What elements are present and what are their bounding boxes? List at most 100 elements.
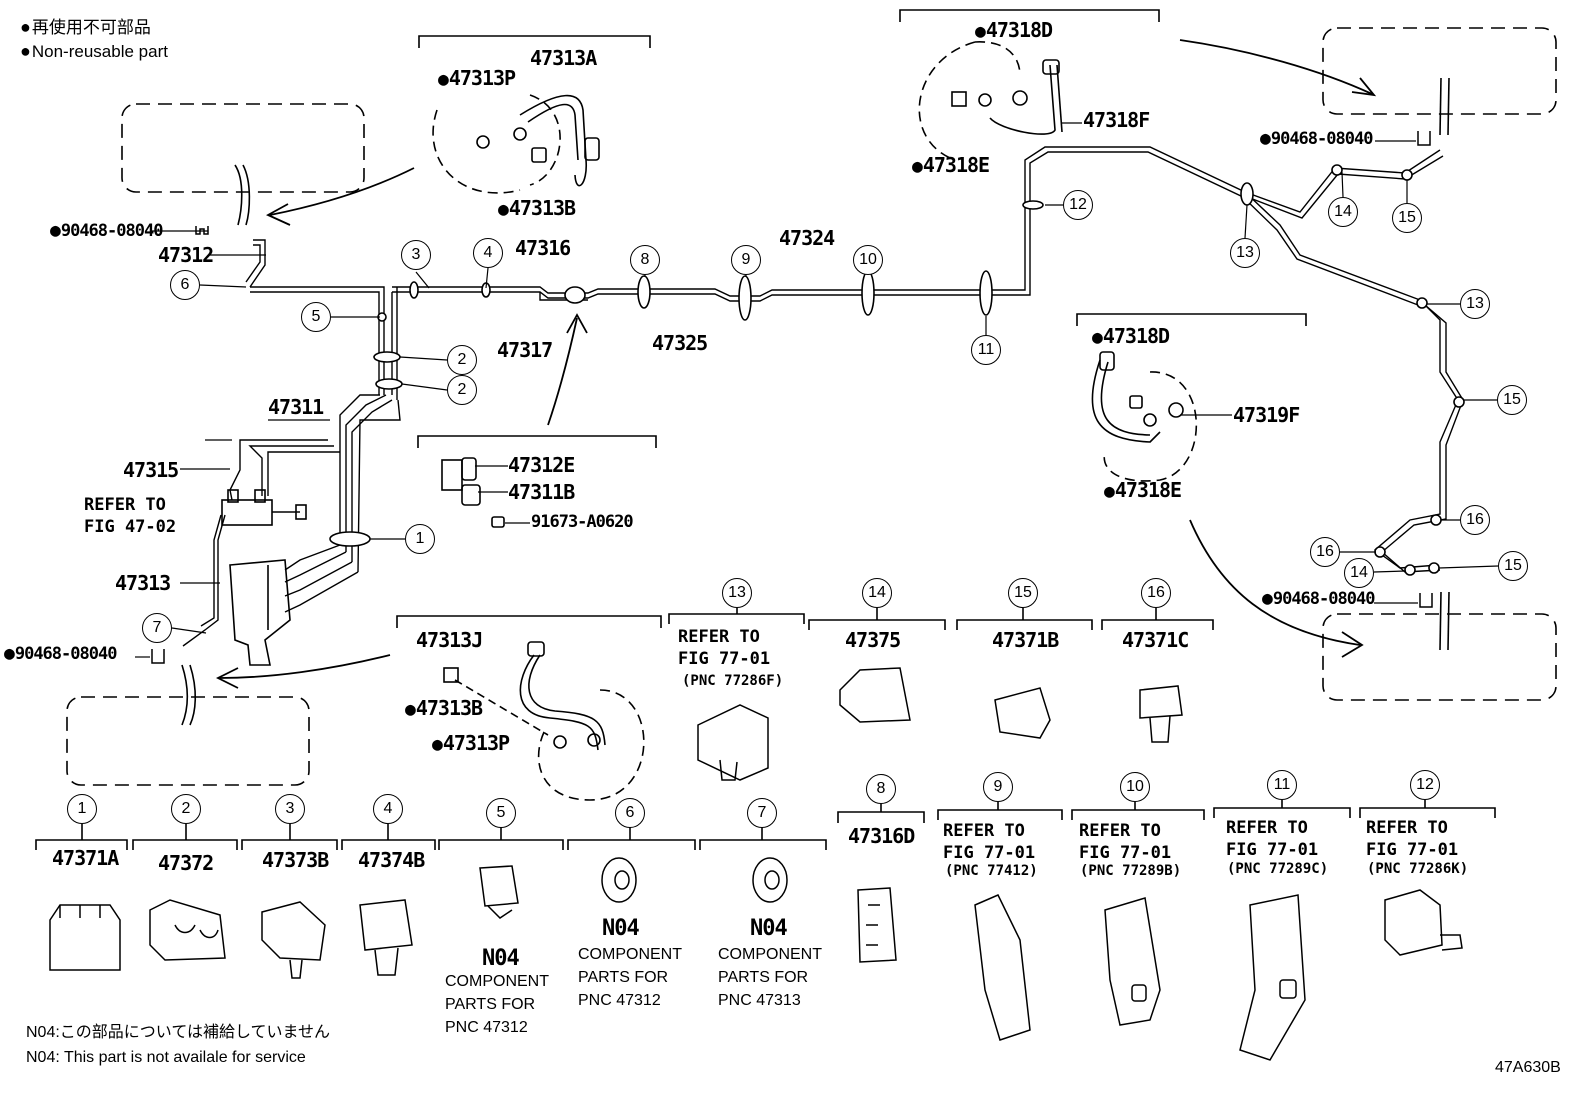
tube-clamps [329, 164, 1465, 576]
callout-47324: 47324 [779, 226, 835, 250]
callout-90468-topright: 90468-08040 [1260, 130, 1374, 148]
callout-47318D-top: 47318D [975, 20, 1053, 41]
leader-lines [135, 122, 1499, 658]
callout-47315: 47315 [123, 458, 179, 482]
bubble-2a: 2 [447, 345, 477, 375]
callout-47311: 47311 [268, 395, 324, 419]
dashed-wheel-box-topright [1322, 27, 1557, 115]
table-7-code: N04 [750, 916, 788, 941]
direction-arrows [215, 39, 1377, 689]
callout-90468-left: 90468-08040 [50, 222, 164, 240]
callout-47318E-top: 47318E [912, 155, 990, 176]
callout-91673-A0620: 91673-A0620 [531, 512, 634, 532]
footnote-en: N04: This part is not availale for servi… [26, 1049, 306, 1066]
table-14-part: 47375 [845, 628, 901, 652]
table-bubble-6: 6 [615, 798, 645, 828]
table-bubble-16: 16 [1141, 578, 1171, 608]
table-bubble-14: 14 [862, 578, 892, 608]
table-bubble-5: 5 [486, 798, 516, 828]
bubble-15a: 15 [1392, 203, 1422, 233]
bubble-13a: 13 [1230, 238, 1260, 268]
callout-47317: 47317 [497, 338, 553, 362]
callout-90468-bottomleft: 90468-08040 [4, 645, 118, 663]
abs-actuator [221, 489, 307, 666]
table-bubble-2: 2 [171, 794, 201, 824]
legend-nonreusable-en: Non-reusable part [20, 42, 168, 61]
table-1-part: 47371A [52, 846, 119, 870]
bubble-5: 5 [301, 302, 331, 332]
bubble-1: 1 [405, 524, 435, 554]
callout-47313B-bottom: 47313B [405, 698, 483, 719]
table-bubble-15: 15 [1008, 578, 1038, 608]
table-8-part: 47316D [848, 824, 915, 848]
table-bubble-4: 4 [373, 794, 403, 824]
table-5-note: COMPONENT PARTS FOR PNC 47312 [445, 973, 549, 1036]
callout-47316: 47316 [515, 236, 571, 260]
callout-47313: 47313 [115, 571, 171, 595]
table-bubble-3: 3 [275, 794, 305, 824]
diagram-id: 47A630B [1495, 1059, 1561, 1076]
callout-47313B-top: 47313B [498, 198, 576, 219]
table-13-pnc: (PNC 77286F) [682, 673, 784, 689]
table-7-note: COMPONENT PARTS FOR PNC 47313 [718, 946, 822, 1009]
callout-47312: 47312 [158, 243, 214, 267]
table-12-refer: REFER TO FIG 77-01 [1366, 818, 1459, 860]
table-bubble-9: 9 [983, 772, 1013, 802]
table-3-part: 47373B [262, 848, 329, 872]
bubble-10: 10 [853, 245, 883, 275]
callout-47318E-mid: 47318E [1104, 480, 1182, 501]
callout-47313P-bottom: 47313P [432, 733, 510, 754]
callout-47313J: 47313J [416, 628, 483, 652]
table-bubble-12: 12 [1410, 770, 1440, 800]
table-6-note: COMPONENT PARTS FOR PNC 47312 [578, 946, 682, 1009]
callout-47318D-mid: 47318D [1092, 326, 1170, 347]
table-bubble-11: 11 [1267, 770, 1297, 800]
table-10-pnc: (PNC 77289B) [1080, 863, 1182, 879]
table-5-code: N04 [482, 946, 520, 971]
table-bubble-7: 7 [747, 798, 777, 828]
table-bubble-8: 8 [866, 774, 896, 804]
table-bubble-10: 10 [1120, 772, 1150, 802]
dashed-wheel-box-topleft [121, 103, 365, 193]
bubble-13b: 13 [1460, 289, 1490, 319]
table-9-pnc: (PNC 77412) [945, 863, 1038, 879]
callout-47313A: 47313A [530, 46, 597, 70]
footnote-jp: N04:この部品については補給していません [26, 1024, 331, 1041]
table-12-pnc: (PNC 77286K) [1367, 861, 1469, 877]
table-10-refer: REFER TO FIG 77-01 [1079, 821, 1172, 863]
bubble-16a: 16 [1460, 505, 1490, 535]
table-11-pnc: (PNC 77289C) [1227, 861, 1329, 877]
callout-47325: 47325 [652, 331, 708, 355]
table-11-refer: REFER TO FIG 77-01 [1226, 818, 1319, 860]
bubble-14a: 14 [1328, 197, 1358, 227]
callout-47312E: 47312E [508, 453, 575, 477]
table-13-refer: REFER TO FIG 77-01 [678, 627, 771, 669]
table-2-part: 47372 [158, 851, 214, 875]
group-brackets [35, 9, 1496, 850]
bubble-2b: 2 [447, 375, 477, 405]
bubble-8: 8 [630, 245, 660, 275]
hoses-and-fittings [181, 41, 1450, 801]
table-bubble-1: 1 [67, 794, 97, 824]
dashed-wheel-box-bottomright [1322, 613, 1557, 701]
bubble-15b: 15 [1497, 385, 1527, 415]
bubble-7: 7 [142, 613, 172, 643]
bubble-6: 6 [170, 270, 200, 300]
main-tube-run [182, 146, 1464, 647]
legend-nonreusable-jp: 再使用不可部品 [20, 18, 151, 37]
callout-refer-fig-47-02: REFER TO FIG 47-02 [84, 495, 177, 537]
table-16-part: 47371C [1122, 628, 1189, 652]
table-9-refer: REFER TO FIG 77-01 [943, 821, 1036, 863]
bubble-16b: 16 [1310, 537, 1340, 567]
callout-47318F: 47318F [1083, 108, 1150, 132]
table-6-code: N04 [602, 916, 640, 941]
bubble-12: 12 [1063, 190, 1093, 220]
dashed-wheel-box-bottomleft [66, 696, 310, 786]
bubble-15c: 15 [1498, 551, 1528, 581]
bubble-14b: 14 [1344, 558, 1374, 588]
bubble-4: 4 [473, 238, 503, 268]
table-bubble-13: 13 [722, 578, 752, 608]
callout-47313P-top: 47313P [438, 68, 516, 89]
callout-47319F: 47319F [1233, 403, 1300, 427]
